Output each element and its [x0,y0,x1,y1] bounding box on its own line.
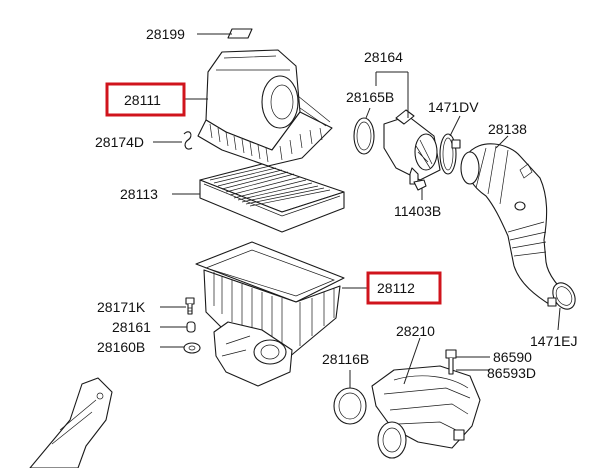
label-86590: 86590 [493,349,532,365]
air-flow-sensor [383,109,441,185]
label-28171K: 28171K [97,299,146,315]
label-28111: 28111 [124,92,161,108]
label-28164: 28164 [364,49,403,65]
clip-28174D [183,131,193,150]
clamp-1471DV [439,133,461,175]
label-28116B: 28116B [322,351,369,367]
intake-duct-28210 [371,365,481,459]
highlight-box-28112 [366,271,442,305]
highlight-box-28111 [105,82,186,117]
bolt-86590 [445,349,457,375]
label-1471EJ: 1471EJ [530,333,577,349]
bushing-28160B [183,342,201,354]
label-28160B: 28160B [97,339,145,355]
label-28138: 28138 [488,121,527,137]
label-86593D: 86593D [487,365,536,381]
label-1471DV: 1471DV [428,99,479,115]
label-28165B: 28165B [346,89,394,105]
ring-28116B [333,387,367,425]
filter-element [199,163,345,233]
label-28113: 28113 [120,186,158,202]
bolt-28171K [185,297,195,315]
screw-11403B [413,179,427,191]
label-11403B: 11403B [394,203,441,219]
bracket-lower-left [29,377,113,468]
label-28199: 28199 [146,26,185,42]
intake-hose [460,143,569,307]
label-28112: 28112 [377,280,415,296]
leader-lines [153,33,561,388]
air-cleaner-body [195,241,345,387]
label-28174D: 28174D [95,134,144,150]
clamp-1471EJ [547,282,576,310]
grommet-28161 [186,321,196,333]
air-cleaner-cover [197,28,333,167]
label-28210: 28210 [396,323,435,339]
label-28161: 28161 [112,319,151,335]
